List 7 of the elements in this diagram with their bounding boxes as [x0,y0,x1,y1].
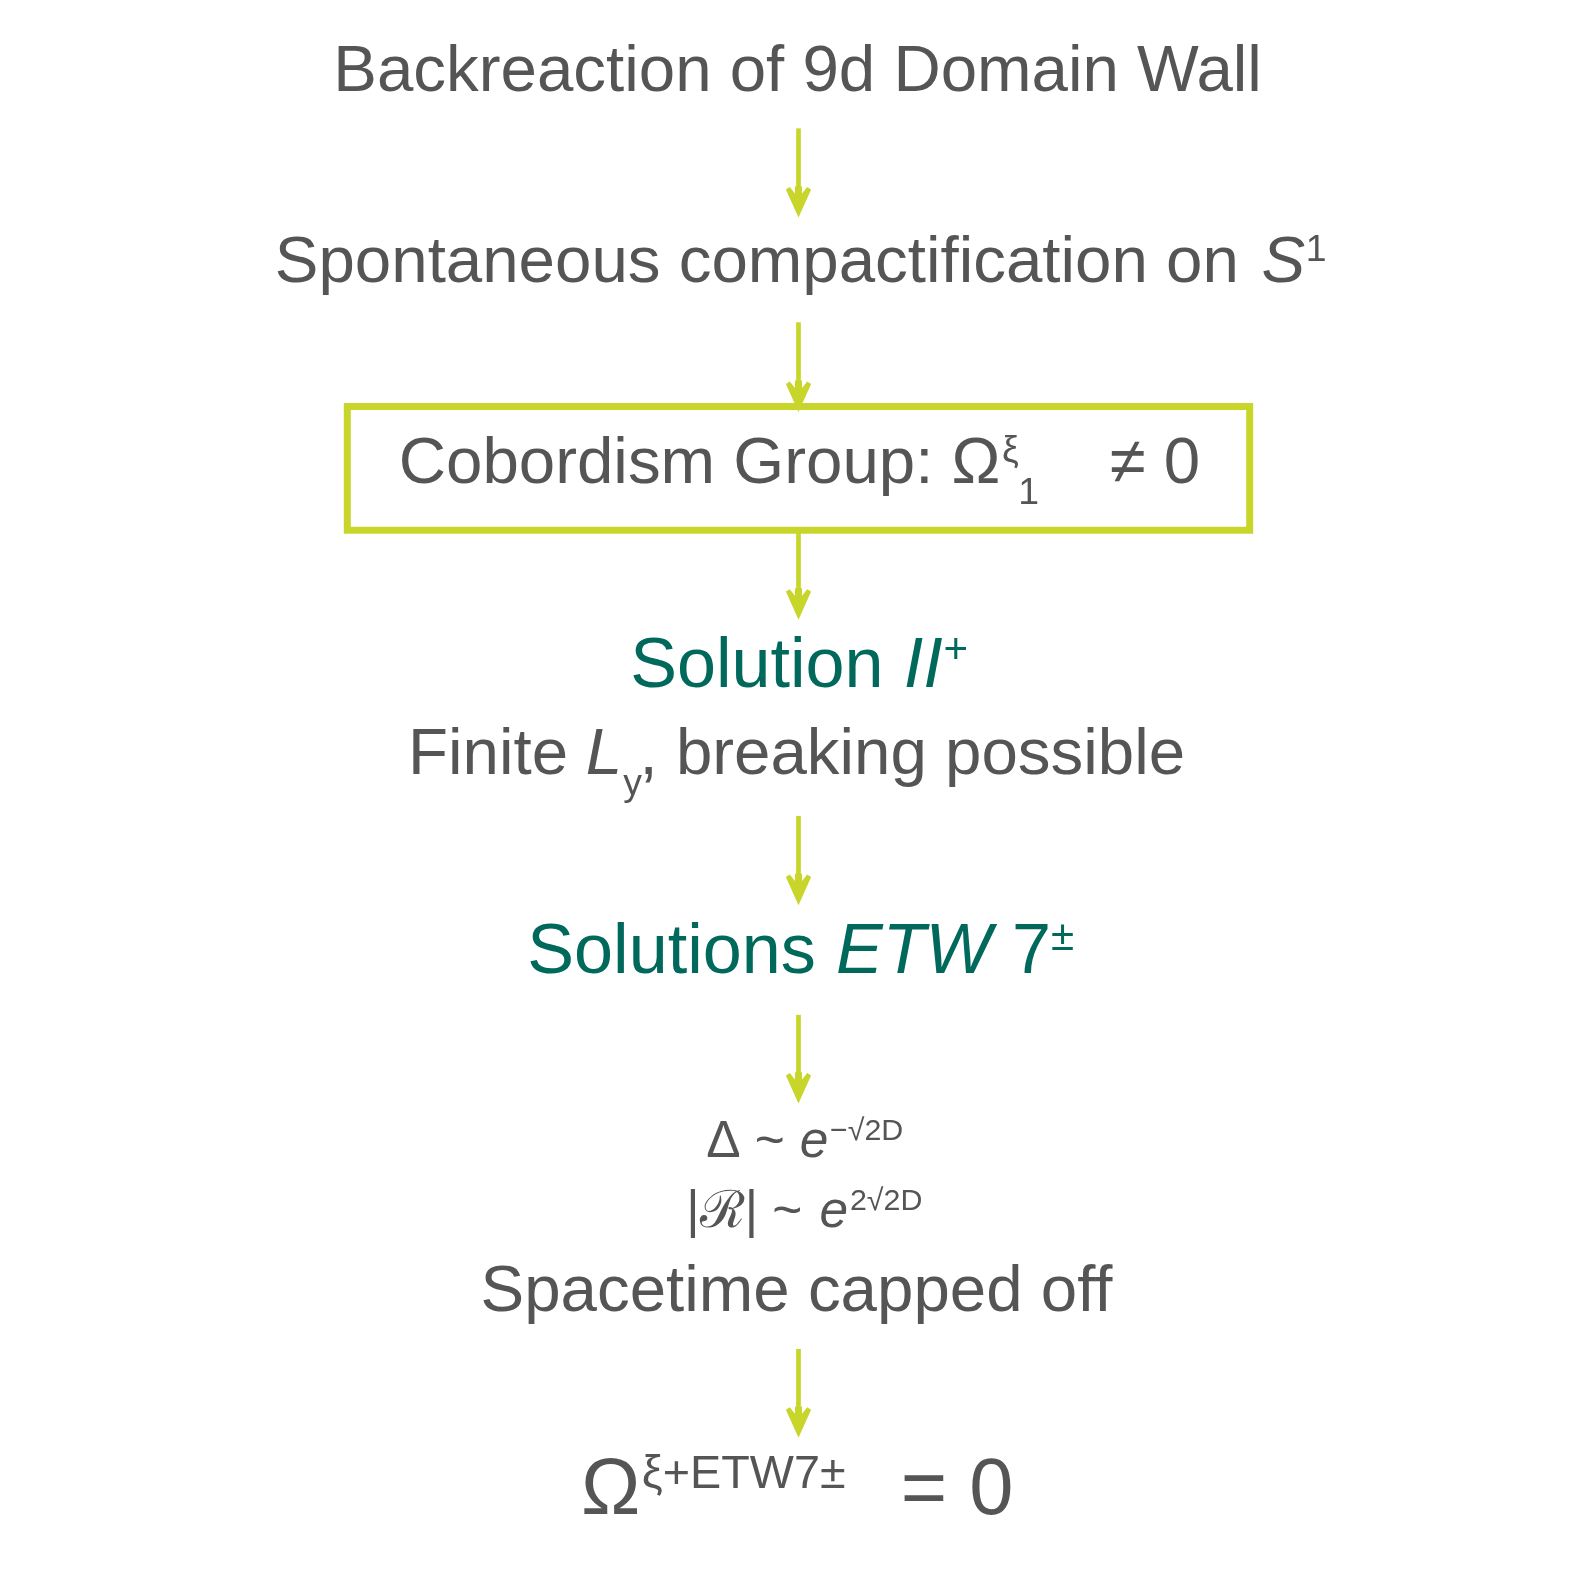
node-text: Solution II$^{+}$ Finite L$_{y}$, breaking possible [407,623,1185,803]
node-text: Spontaneous compactification on S$^{1}$ [274,222,1327,296]
node-text: Ω$^{ξ+ETW7±}$ = 0 [580,1441,1014,1531]
arrow [785,321,811,409]
node-text: Backreaction of 9d Domain Wall [332,31,1262,105]
node-text: Solutions ETW 7$^{±}$ [526,909,1074,988]
node-text: Δ ~ e$^{−√2D}$ |ℛ| ~ e$^{2√2D}$ Spacetime capped off [480,1109,1112,1325]
